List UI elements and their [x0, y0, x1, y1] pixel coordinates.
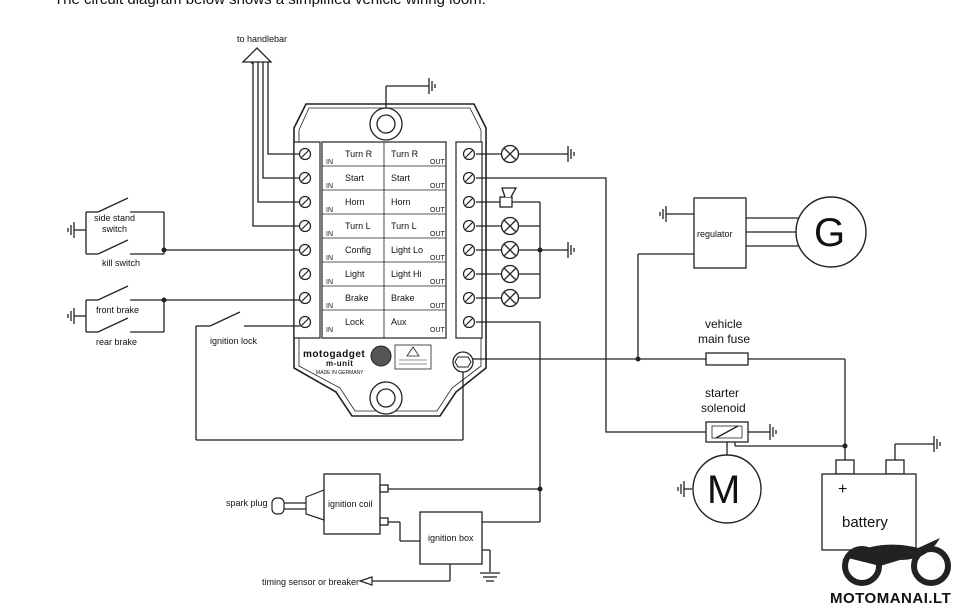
unit-output-label: Turn R	[391, 149, 419, 159]
output-terminal	[462, 291, 476, 305]
output-terminal	[462, 243, 476, 257]
watermark-text: MOTOMANAI.LT	[830, 590, 951, 607]
unit-warning-label	[394, 344, 432, 370]
unit-input-label: Light	[345, 269, 365, 279]
unit-input-label: Brake	[345, 293, 369, 303]
output-terminal	[462, 267, 476, 281]
unit-output-label: Brake	[391, 293, 415, 303]
ignition-coil-label: ignition coil	[328, 499, 373, 509]
starter-motor	[692, 454, 762, 524]
to-handlebar-label: to handlebar	[237, 34, 287, 44]
unit-output-label: Light Hi	[391, 269, 422, 279]
output-terminal	[462, 219, 476, 233]
starter-solenoid-label-2: solenoid	[701, 401, 746, 415]
unit-output-label: Start	[391, 173, 411, 183]
battery	[821, 473, 917, 551]
side-stand-label-1: side stand	[94, 213, 135, 223]
unit-out-tag: OUT	[430, 303, 446, 310]
unit-out-tag: OUT	[430, 159, 446, 166]
unit-output-label: Turn L	[391, 221, 417, 231]
unit-in-tag: IN	[326, 207, 333, 214]
watermark-logo	[842, 538, 951, 586]
unit-out-tag: OUT	[430, 279, 446, 286]
unit-made-in: MADE IN GERMANY	[316, 370, 364, 376]
output-terminal	[462, 171, 476, 185]
input-terminal	[298, 171, 312, 185]
input-terminal	[298, 315, 312, 329]
unit-input-label: Turn R	[345, 149, 373, 159]
generator-label: G	[814, 211, 845, 255]
unit-in-tag: IN	[326, 255, 333, 262]
unit-in-tag: IN	[326, 327, 333, 334]
diagram-caption: The circuit diagram below shows a simpli…	[54, 0, 486, 8]
main-fuse-label-1: vehicle	[705, 317, 743, 331]
unit-out-tag: OUT	[430, 255, 446, 262]
unit-in-tag: IN	[326, 279, 333, 286]
unit-model: m-unit	[326, 359, 353, 368]
ignition-box-label: ignition box	[428, 533, 474, 543]
unit-in-tag: IN	[326, 303, 333, 310]
unit-brand: motogadget	[303, 349, 365, 360]
generator	[795, 196, 867, 268]
unit-output-label: Horn	[391, 197, 411, 207]
unit-out-tag: OUT	[430, 207, 446, 214]
unit-out-tag: OUT	[430, 183, 446, 190]
side-stand-label-2: switch	[102, 224, 127, 234]
output-terminal	[462, 195, 476, 209]
unit-in-tag: IN	[326, 231, 333, 238]
input-terminal	[298, 219, 312, 233]
starter-solenoid-label-1: starter	[705, 386, 739, 400]
timing-sensor-label: timing sensor or breaker	[262, 577, 359, 587]
rear-brake-label: rear brake	[96, 337, 137, 347]
spark-plug-label: spark plug	[226, 498, 268, 508]
battery-plus-label: +	[838, 481, 847, 498]
kill-switch-label: kill switch	[102, 258, 140, 268]
unit-output-label: Aux	[391, 317, 407, 327]
unit-out-tag: OUT	[430, 231, 446, 238]
input-terminal	[298, 147, 312, 161]
unit-input-label: Horn	[345, 197, 365, 207]
output-terminal	[462, 147, 476, 161]
unit-input-label: Start	[345, 173, 365, 183]
unit-speaker	[370, 345, 392, 367]
regulator-box	[693, 197, 747, 269]
input-terminal	[298, 243, 312, 257]
ignition-lock-label: ignition lock	[210, 336, 258, 346]
battery-label: battery	[842, 514, 888, 531]
unit-output-label: Light Lo	[391, 245, 423, 255]
unit-power-terminal	[452, 351, 474, 373]
unit-input-label: Lock	[345, 317, 365, 327]
unit-out-tag: OUT	[430, 327, 446, 334]
main-fuse-label-2: main fuse	[698, 332, 750, 346]
unit-in-tag: IN	[326, 183, 333, 190]
ignition-box	[419, 511, 483, 565]
input-terminal	[298, 291, 312, 305]
starter-motor-label: M	[707, 468, 740, 512]
unit-input-label: Turn L	[345, 221, 371, 231]
regulator-label: regulator	[697, 229, 733, 239]
main-fuse	[705, 352, 749, 366]
unit-input-label: Config	[345, 245, 371, 255]
input-terminal	[298, 267, 312, 281]
input-terminal	[298, 195, 312, 209]
unit-in-tag: IN	[326, 159, 333, 166]
ignition-coil	[323, 473, 381, 535]
output-terminal	[462, 315, 476, 329]
front-brake-label: front brake	[96, 305, 139, 315]
